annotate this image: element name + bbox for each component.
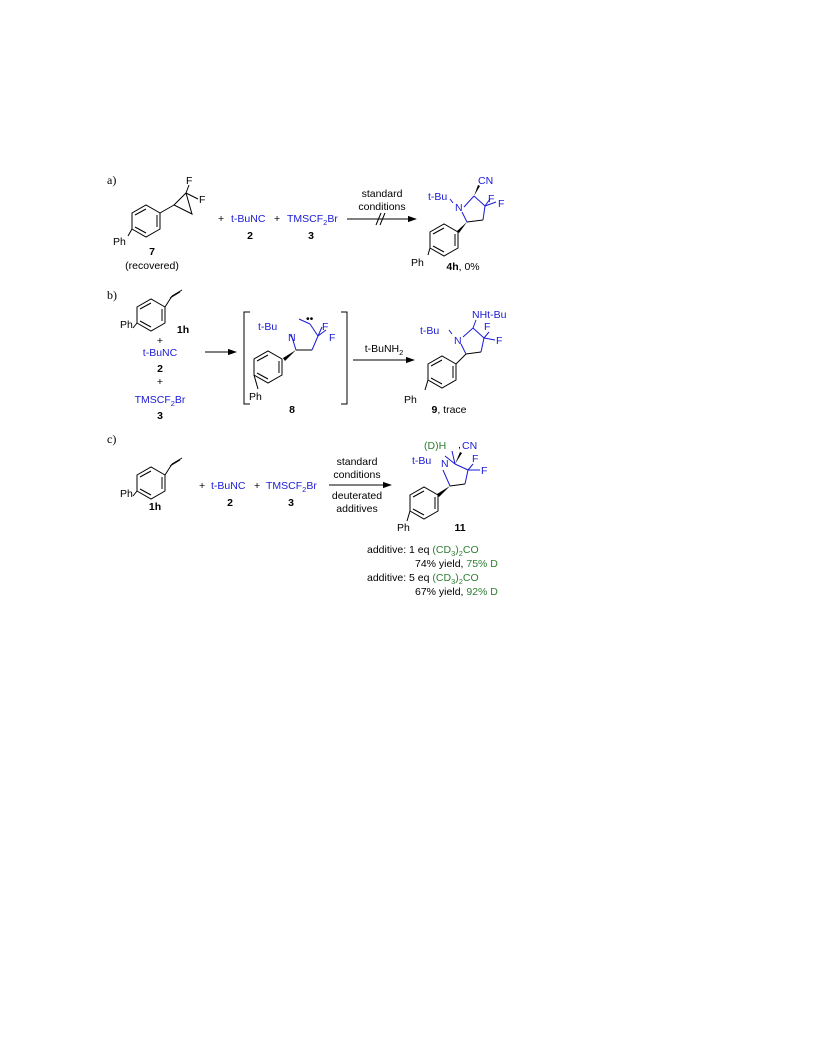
product-11-phenyl: Ph bbox=[397, 522, 410, 534]
product-9-phenyl: Ph bbox=[404, 394, 417, 406]
arrow-cross-line bbox=[379, 212, 386, 226]
arrow-condition-2: conditions bbox=[333, 469, 380, 481]
product-4h-nitrile: CN bbox=[478, 175, 493, 187]
product-11-deuterium-label: (D)H bbox=[424, 440, 446, 452]
result-row-2-yield: 67% yield, 92% D bbox=[415, 586, 498, 598]
styrene-1h-number: 1h bbox=[177, 324, 189, 336]
product-4h-fluorine-2: F bbox=[498, 198, 504, 210]
reactant-7-fluorine-2: F bbox=[199, 194, 205, 206]
result-row-1-yield: 74% yield, 75% D bbox=[415, 558, 498, 570]
product-11-fluorine-1: F bbox=[472, 453, 478, 465]
arrow-condition-1: standard bbox=[362, 188, 403, 200]
product-9-caption: 9, trace bbox=[431, 404, 466, 416]
product-4h-tbutyl: t-Bu bbox=[428, 191, 447, 203]
product-9-fluorine-2: F bbox=[496, 335, 502, 347]
arrow-condition-4: additives bbox=[336, 503, 377, 515]
reagent-silane: TMSCF2Br bbox=[135, 394, 186, 408]
reagent-isocyanide: t-BuNC bbox=[211, 480, 246, 492]
arrow-condition-2: conditions bbox=[358, 201, 405, 213]
product-9-tbutyl: t-Bu bbox=[420, 325, 439, 337]
reagent-silane-number: 3 bbox=[308, 230, 314, 242]
reagent-silane: TMSCF2Br bbox=[287, 213, 338, 227]
section-b-label: b) bbox=[107, 288, 117, 302]
product-11-comma: , bbox=[458, 439, 461, 451]
intermediate-8-phenyl: Ph bbox=[249, 391, 262, 403]
intermediate-8-fluorine-1: F bbox=[322, 321, 328, 333]
right-bracket bbox=[341, 311, 348, 405]
arrow-cross-line bbox=[375, 212, 382, 226]
intermediate-8-tbutyl: t-Bu bbox=[258, 321, 277, 333]
product-9-amine: NHt-Bu bbox=[472, 309, 507, 321]
product-11-nitrogen: N bbox=[441, 458, 449, 470]
arrow-condition-1: standard bbox=[337, 456, 378, 468]
section-a: a) F F Ph 7 (recovered) + t-BuNC 2 + TMS… bbox=[107, 173, 504, 273]
product-4h-phenyl: Ph bbox=[411, 257, 424, 269]
styrene-1h-phenyl: Ph bbox=[120, 319, 133, 331]
result-row-2: additive: 5 eq (CD3)2CO bbox=[367, 572, 479, 586]
styrene-1h-structure bbox=[132, 289, 183, 332]
plus-sign: + bbox=[254, 480, 260, 492]
reactant-7-fluorine-1: F bbox=[186, 175, 192, 187]
reactant-7-number: 7 bbox=[149, 246, 155, 258]
product-4h-nitrogen: N bbox=[455, 202, 463, 214]
styrene-1h-phenyl: Ph bbox=[120, 488, 133, 500]
intermediate-8-nitrogen: N bbox=[288, 332, 296, 344]
reagent-isocyanide-number: 2 bbox=[227, 497, 233, 509]
intermediate-8-number: 8 bbox=[289, 404, 295, 416]
reactant-7-phenyl: Ph bbox=[113, 236, 126, 248]
product-11-number: 11 bbox=[454, 522, 465, 534]
plus-sign: + bbox=[218, 213, 224, 225]
reagent-silane: TMSCF2Br bbox=[266, 480, 317, 494]
arrow-reagent-amine: t-BuNH2 bbox=[365, 343, 404, 357]
arrow-condition-3: deuterated bbox=[332, 490, 382, 502]
product-9-nitrogen: N bbox=[454, 335, 462, 347]
reagent-isocyanide: t-BuNC bbox=[231, 213, 266, 225]
left-bracket bbox=[243, 311, 250, 405]
intermediate-8-structure bbox=[253, 318, 327, 390]
reagent-silane-number: 3 bbox=[157, 410, 163, 422]
reagent-isocyanide-number: 2 bbox=[157, 363, 163, 375]
plus-sign: + bbox=[274, 213, 280, 225]
product-11-tbutyl: t-Bu bbox=[412, 455, 431, 467]
reagent-isocyanide: t-BuNC bbox=[143, 347, 178, 359]
product-4h-structure bbox=[427, 185, 497, 257]
reactant-7-note: (recovered) bbox=[125, 260, 179, 272]
section-c-label: c) bbox=[107, 432, 116, 446]
styrene-1h-structure bbox=[132, 457, 183, 500]
plus-sign: + bbox=[157, 376, 163, 388]
reactant-7-structure bbox=[127, 184, 199, 238]
result-row-1: additive: 1 eq (CD3)2CO bbox=[367, 544, 479, 558]
product-11-fluorine-2: F bbox=[481, 465, 487, 477]
product-11-nitrile: CN bbox=[462, 440, 477, 452]
carbene-lone-pair: •• bbox=[306, 313, 314, 325]
plus-sign: + bbox=[157, 335, 163, 347]
section-b: b) Ph 1h + t-BuNC 2 + TMSCF2Br 3 bbox=[107, 288, 507, 422]
product-9-fluorine-1: F bbox=[484, 321, 490, 333]
plus-sign: + bbox=[199, 480, 205, 492]
reagent-isocyanide-number: 2 bbox=[247, 230, 253, 242]
reagent-silane-number: 3 bbox=[288, 497, 294, 509]
product-11-structure bbox=[406, 450, 480, 522]
product-4h-caption: 4h, 0% bbox=[446, 261, 479, 273]
intermediate-8-fluorine-2: F bbox=[329, 332, 335, 344]
product-9-structure bbox=[424, 319, 496, 391]
section-a-label: a) bbox=[107, 173, 116, 187]
product-4h-fluorine-1: F bbox=[488, 193, 494, 205]
section-c: c) Ph 1h + t-BuNC 2 + TMSCF2Br 3 standar… bbox=[107, 432, 498, 598]
styrene-1h-number: 1h bbox=[149, 501, 161, 513]
